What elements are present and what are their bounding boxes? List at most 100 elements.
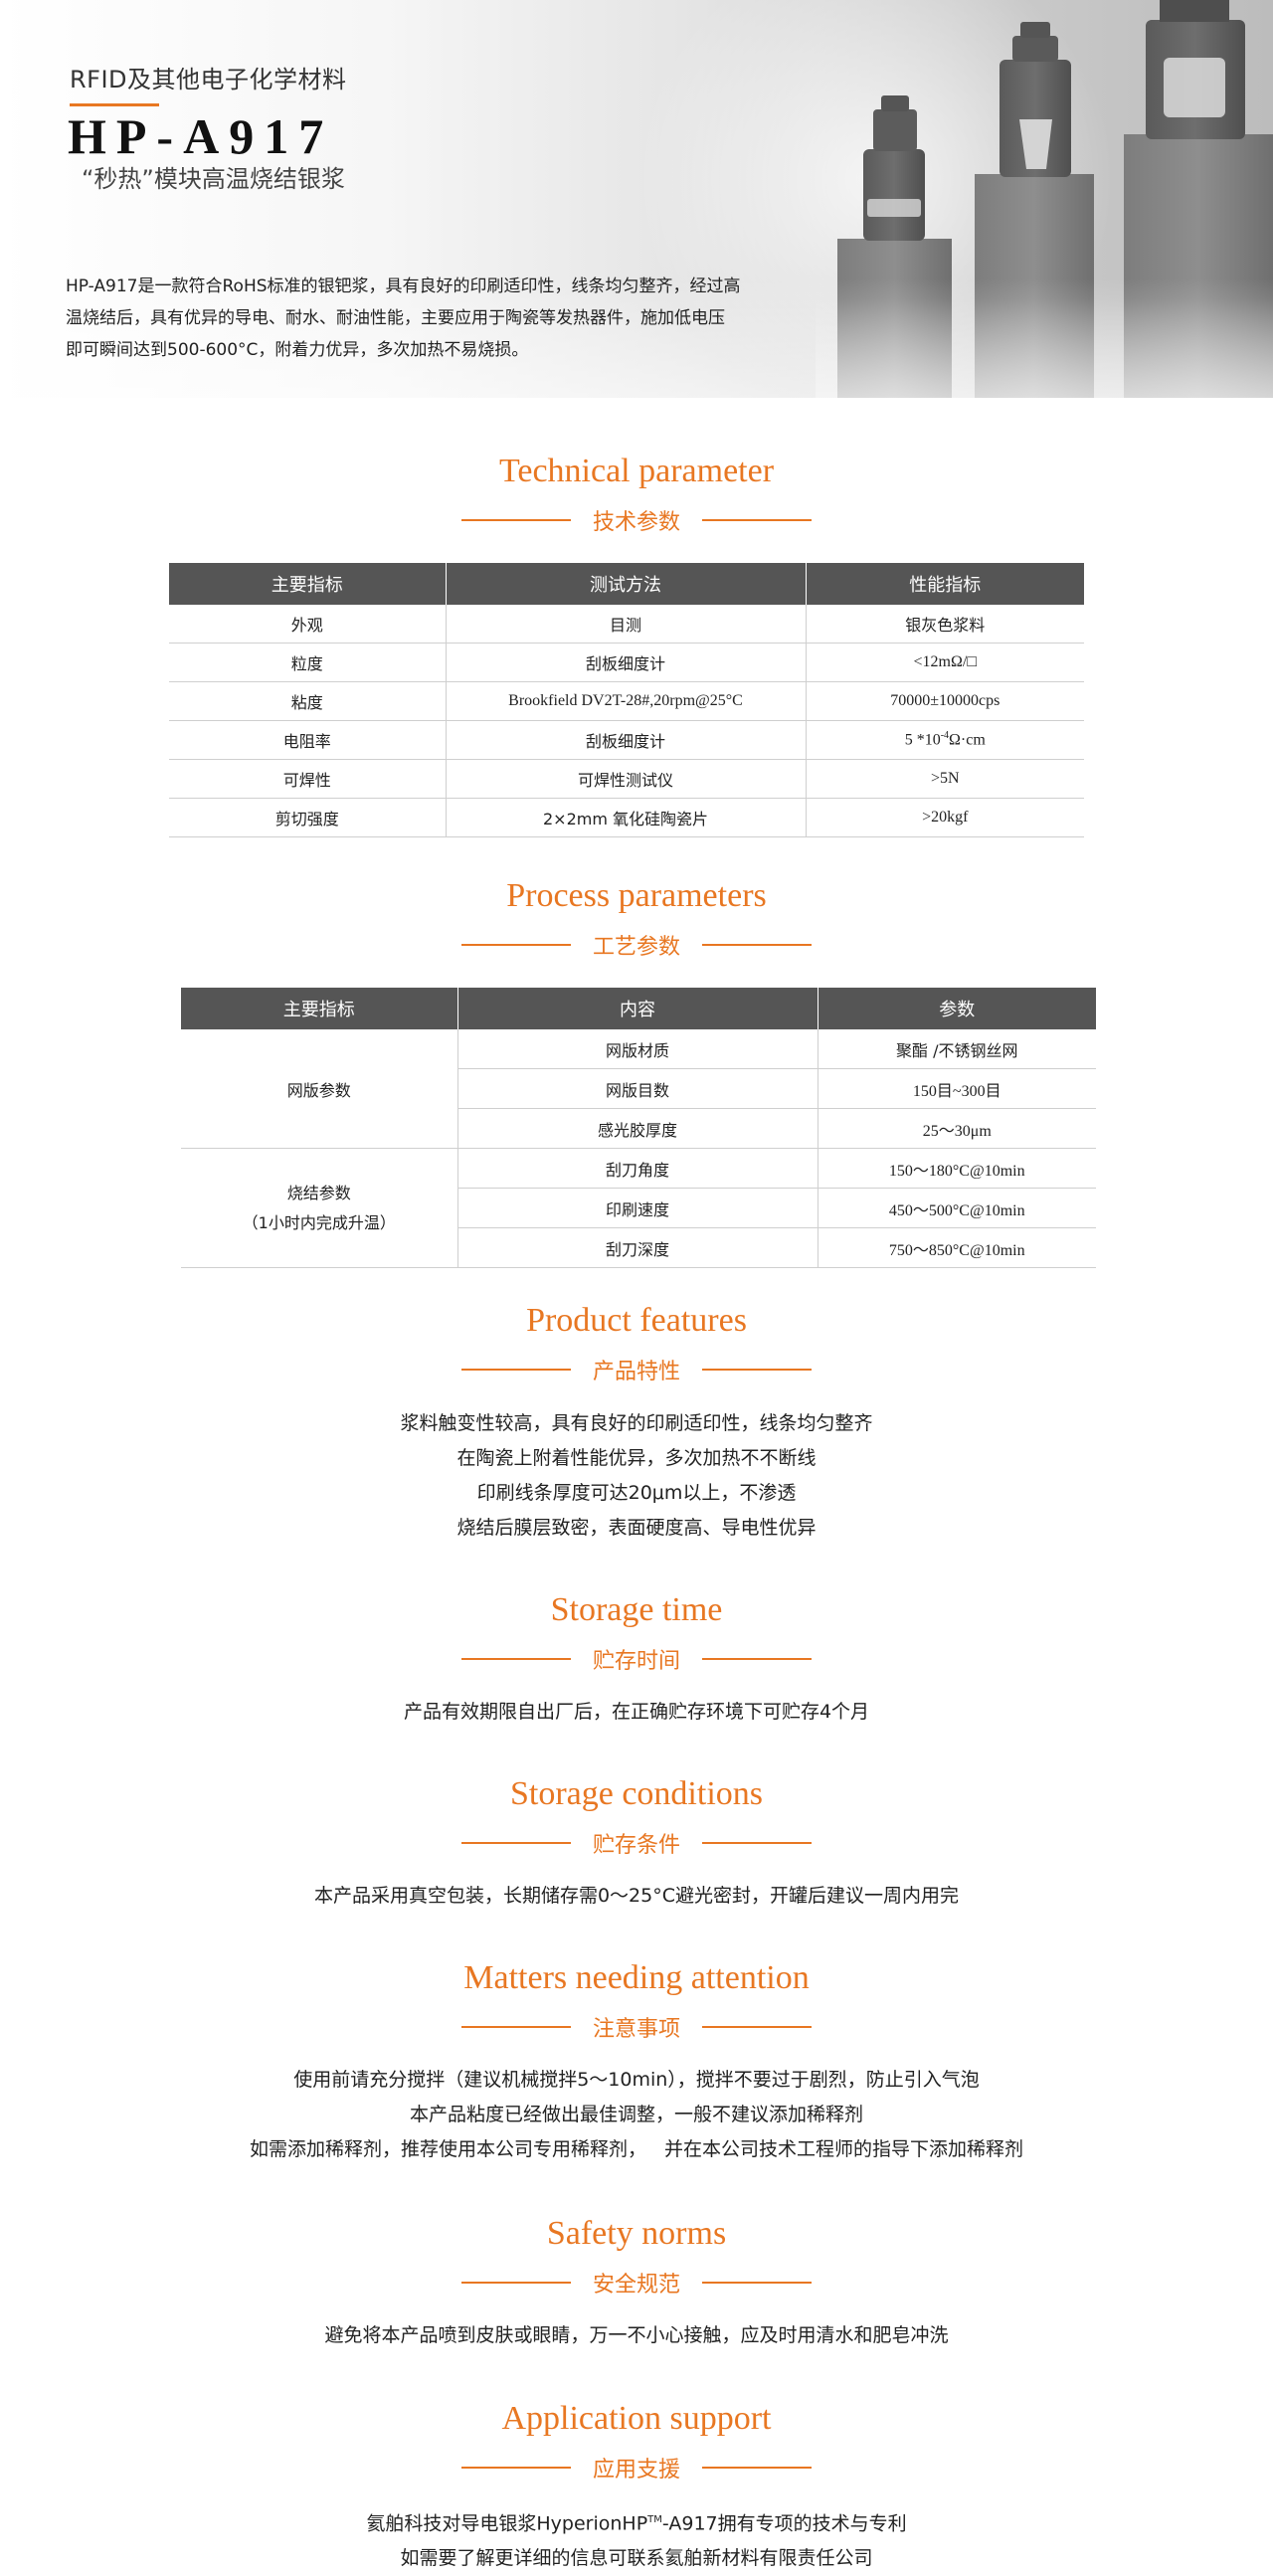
section-title-cn: 产品特性	[592, 1360, 680, 1384]
table-cell: 25～30μm	[818, 1108, 1096, 1149]
support-line: 如需要了解更详细的信息可联系氦舶新材料有限责任公司	[400, 2547, 873, 2570]
table-row: 电阻率 刮板细度计 5 *10-4Ω·cm	[169, 720, 1084, 760]
feature-line: 印刷线条厚度可达20μm以上，不渗透	[476, 1482, 797, 1504]
description-line: 温烧结后，具有优异的导电、耐水、耐油性能，主要应用于陶瓷等发热器件，施加低电压	[66, 308, 725, 328]
table-row: 印刷速度 450～500°C@10min	[181, 1188, 1096, 1228]
support-line: 氦舶科技对导电银浆HyperionHPTM-A917拥有专项的技术与专利	[0, 2502, 1273, 2541]
table-header-row: 主要指标 测试方法 性能指标	[169, 563, 1084, 605]
divider-left	[460, 2282, 571, 2284]
section-title-cn-row: 注意事项	[0, 2010, 1273, 2044]
section-heading-safety: Safety norms 安全规范	[0, 2212, 1273, 2300]
section-title-cn: 贮存时间	[592, 1649, 680, 1674]
table-cell: 聚酯 /不锈钢丝网	[818, 1029, 1096, 1069]
attention-text: 使用前请充分搅拌（建议机械搅拌5～10min），搅拌不要过于剧烈，防止引入气泡 …	[0, 2063, 1273, 2167]
description-line: HP-A917是一款符合RoHS标准的银钯浆，具有良好的印刷适印性，线条均匀整齐…	[66, 276, 741, 296]
section-title-cn-row: 应用支援	[0, 2451, 1273, 2484]
attention-line: 如需添加稀释剂，推荐使用本公司专用稀释剂， 并在本公司技术工程师的指导下添加稀释…	[249, 2138, 1024, 2160]
section-title-cn: 贮存条件	[592, 1833, 680, 1858]
table-row: 剪切强度 2×2mm 氧化硅陶瓷片 >20kgf	[169, 798, 1084, 837]
column-header: 内容	[457, 988, 818, 1029]
section-heading-attention: Matters needing attention 注意事项	[0, 1956, 1273, 2044]
feature-line: 在陶瓷上附着性能优异，多次加热不不断线	[456, 1447, 817, 1469]
section-title-cn: 应用支援	[592, 2458, 680, 2483]
support-text: 氦舶科技对导电银浆HyperionHPTM-A917拥有专项的技术与专利 如需要…	[0, 2502, 1273, 2576]
storage-time-line: 产品有效期限自出厂后，在正确贮存环境下可贮存4个月	[403, 1701, 870, 1723]
section-title-cn-row: 产品特性	[0, 1353, 1273, 1386]
table-cell: 750～850°C@10min	[818, 1227, 1096, 1268]
column-header: 测试方法	[446, 563, 807, 605]
description-line: 即可瞬间达到500-600°C，附着力优异，多次加热不易烧损。	[66, 340, 529, 360]
divider-left	[460, 2026, 571, 2028]
safety-line: 避免将本产品喷到皮肤或眼睛，万一不小心接触，应及时用清水和肥皂冲洗	[324, 2324, 949, 2346]
feature-line: 浆料触变性较高，具有良好的印刷适印性，线条均匀整齐	[400, 1412, 873, 1434]
section-title-en: Safety norms	[546, 2215, 727, 2252]
table-cell: 银灰色浆料	[806, 605, 1084, 644]
attention-line: 本产品粘度已经做出最佳调整，一般不建议添加稀释剂	[409, 2104, 863, 2125]
product-tagline: “秒热”模块高温烧结银浆	[82, 165, 345, 193]
section-title-en: Application support	[501, 2400, 772, 2437]
divider-right	[702, 944, 812, 946]
divider-left	[460, 1369, 571, 1371]
product-description: HP-A917是一款符合RoHS标准的银钯浆，具有良好的印刷适印性，线条均匀整齐…	[66, 271, 782, 366]
features-text: 浆料触变性较高，具有良好的印刷适印性，线条均匀整齐 在陶瓷上附着性能优异，多次加…	[0, 1406, 1273, 1546]
divider-left	[460, 1842, 571, 1844]
support-line-post: -A917拥有专项的技术与专利	[661, 2512, 907, 2535]
table-cell: 70000±10000cps	[806, 681, 1084, 721]
group-label-note: （1小时内完成升温）	[242, 1212, 396, 1232]
section-heading-technical: Technical parameter 技术参数	[0, 450, 1273, 537]
section-title-cn-row: 贮存条件	[0, 1826, 1273, 1860]
table-row: 刮刀深度 750～850°C@10min	[181, 1227, 1096, 1268]
hero-accent-line	[70, 103, 159, 106]
section-title-cn: 安全规范	[592, 2273, 680, 2298]
section-heading-storage-conditions: Storage conditions 贮存条件	[0, 1772, 1273, 1860]
table-cell: 网版材质	[457, 1029, 818, 1069]
divider-right	[702, 1658, 812, 1660]
table-cell: 粒度	[169, 643, 447, 682]
section-title-cn-row: 工艺参数	[0, 928, 1273, 962]
product-title: HP-A917	[68, 108, 334, 164]
hero-fade-overlay	[0, 0, 1273, 398]
section-title-en: Technical parameter	[498, 453, 775, 489]
table-cell: 剪切强度	[169, 798, 447, 837]
storage-conditions-text: 本产品采用真空包装，长期储存需0～25°C避光密封，开罐后建议一周内用完	[0, 1879, 1273, 1914]
technical-parameter-table: 主要指标 测试方法 性能指标 外观 目测 银灰色浆料 粒度 刮板细度计 <12m…	[169, 563, 1084, 837]
safety-text: 避免将本产品喷到皮肤或眼睛，万一不小心接触，应及时用清水和肥皂冲洗	[0, 2318, 1273, 2353]
table-cell: 外观	[169, 605, 447, 644]
table-row: 烧结参数 （1小时内完成升温） 刮刀角度 150～180°C@10min	[181, 1148, 1096, 1268]
section-heading-features: Product features 产品特性	[0, 1299, 1273, 1386]
resistivity-unit: Ω·cm	[949, 731, 986, 749]
divider-right	[702, 1369, 812, 1371]
table-cell: 150目~300目	[818, 1068, 1096, 1109]
column-header: 性能指标	[806, 563, 1084, 605]
table-cell: <12mΩ/□	[806, 643, 1084, 682]
table-cell: 刮板细度计	[446, 643, 807, 682]
divider-left	[460, 1658, 571, 1660]
column-header: 主要指标	[169, 563, 447, 605]
section-title-cn: 技术参数	[592, 510, 680, 535]
table-cell: 450～500°C@10min	[818, 1188, 1096, 1228]
group-label: 烧结参数	[286, 1183, 351, 1202]
section-title-cn-row: 贮存时间	[0, 1642, 1273, 1676]
table-cell: Brookfield DV2T-28#,20rpm@25°C	[446, 681, 807, 721]
table-cell: 可焊性	[169, 759, 447, 799]
section-title-en: Storage time	[550, 1591, 723, 1628]
table-group-cell: 烧结参数 （1小时内完成升温）	[181, 1148, 458, 1268]
column-header: 主要指标	[181, 988, 458, 1029]
table-cell: 网版目数	[457, 1068, 818, 1109]
table-cell: 粘度	[169, 681, 447, 721]
process-parameter-table: 主要指标 内容 参数 网版参数 网版材质 聚酯 /不锈钢丝网 网版目数 150目…	[181, 988, 1096, 1268]
feature-line: 烧结后膜层致密，表面硬度高、导电性优异	[456, 1517, 817, 1539]
section-heading-process: Process parameters 工艺参数	[0, 874, 1273, 962]
section-title-cn: 注意事项	[592, 2017, 680, 2042]
divider-left	[460, 2467, 571, 2469]
divider-left	[460, 944, 571, 946]
table-cell: 刮板细度计	[446, 720, 807, 760]
storage-conditions-line: 本产品采用真空包装，长期储存需0～25°C避光密封，开罐后建议一周内用完	[313, 1885, 960, 1907]
table-row: 粒度 刮板细度计 <12mΩ/□	[169, 643, 1084, 682]
table-header-row: 主要指标 内容 参数	[181, 988, 1096, 1029]
storage-time-text: 产品有效期限自出厂后，在正确贮存环境下可贮存4个月	[0, 1695, 1273, 1730]
section-title-en: Process parameters	[506, 877, 767, 914]
table-cell: 刮刀深度	[457, 1227, 818, 1268]
table-cell: 目测	[446, 605, 807, 644]
resistivity-base: 5 *10	[904, 731, 941, 749]
